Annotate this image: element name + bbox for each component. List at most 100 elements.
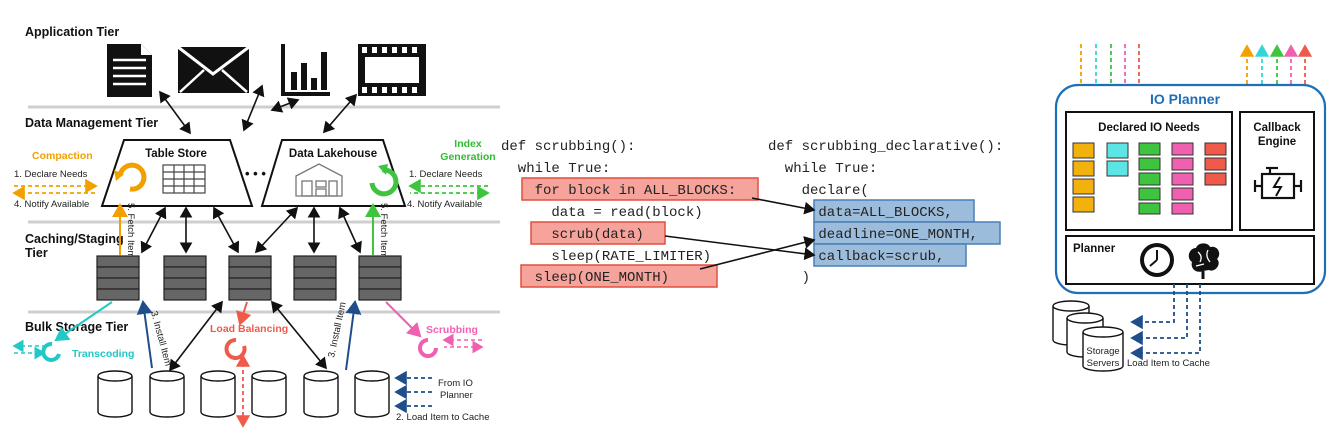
declare-needs-right-label: 1. Declare Needs [409,169,483,180]
declare-needs-left-label: 1. Declare Needs [14,169,88,180]
compaction-icon [114,162,147,192]
load-balancing-label: Load Balancing [210,323,288,335]
transcoding-label: Transcoding [72,348,134,360]
storage-disk-icon [303,370,339,418]
code-right-line: data=ALL_BLOCKS, [768,205,953,221]
cache-server [163,255,207,301]
application-tier-label: Application Tier [25,25,119,39]
app-chart-arrow [270,97,300,113]
app-middle-arrow [241,84,265,132]
app-lakehouse-arrow [322,93,358,134]
code-left-line: while True: [501,161,610,177]
code-left-line: def scrubbing(): [501,139,635,155]
table-store-label: Table Store [145,148,207,160]
code-left-line: data = read(block) [501,205,703,221]
data-lakehouse-box [260,139,407,207]
generation-label: Generation [440,151,495,163]
compaction-label: Compaction [32,150,93,162]
scrubbing-arrow [385,301,422,338]
install-item-right-arrow [345,300,362,371]
red-queue [1204,142,1227,186]
bulk-storage-disks [97,370,390,418]
storage-disk-icon [200,370,236,418]
scrubbing-label: Scrubbing [426,324,478,336]
pink-queue [1171,142,1194,215]
caching-tier-label-2: Tier [25,246,48,260]
declared-needs-queues [1072,142,1227,215]
clock-icon [1140,243,1174,277]
bulk-balance-arrow [169,300,223,372]
warehouse-icon [295,163,343,197]
install-item-right-label: 3. Install Item [326,301,349,359]
green-queue [1138,142,1161,215]
cache-server-stacks [96,255,402,301]
code-right-line: while True: [768,161,877,177]
cache-server [293,255,337,301]
io-planner-diagram: IO Planner Declared IO Needs [1052,44,1327,372]
code-comparison: def scrubbing(): while True: for block i… [501,139,1003,288]
map-arrow-data [751,197,816,215]
declared-io-needs-label: Declared IO Needs [1098,122,1200,134]
load-balancing-icon [224,338,247,360]
load-path-1 [1130,284,1175,330]
engine-label: Engine [1258,136,1296,148]
notify-left-label: 4. Notify Available [14,199,89,210]
install-item-left-label: 3. Install Item [148,310,173,367]
from-io-label: From IO [438,378,473,389]
storage-disk-icon [251,370,287,418]
app-table-arrow [159,90,191,135]
code-left-line: for block in ALL_BLOCKS: [501,183,736,199]
planner-label: Planner [1073,243,1116,255]
load-balancing-arrow [236,301,252,326]
mail-icon [177,45,250,93]
code-right-line: def scrubbing_declarative(): [768,139,1003,155]
load-item-to-cache-right-label: Load Item to Cache [1127,358,1210,369]
storage-servers [1052,300,1124,372]
data-management-tier-label: Data Management Tier [25,116,158,130]
code-right-line: declare( [768,183,869,199]
sleep-month-highlight [520,264,718,288]
storage-label: Storage [1086,346,1119,357]
ellipsis-label: • • • [245,166,266,181]
brain-icon [1188,243,1220,279]
cyan-queue [1106,142,1129,177]
code-right-block: def scrubbing_declarative(): while True:… [768,139,1003,286]
transcoding-arrow [54,301,113,342]
transcoding-icon [41,341,61,362]
planner-source-label: Planner [440,390,473,401]
code-right-line: callback=scrub, [768,249,944,265]
load-item-to-cache-label: 2. Load Item to Cache [396,412,489,423]
code-left-block: def scrubbing(): while True: for block i… [501,139,736,286]
bar-chart-icon [281,44,330,96]
callback-label: Callback [1253,122,1301,134]
engine-icon [1253,166,1303,200]
cache-server [96,255,140,301]
code-right-line: deadline=ONE_MONTH, [768,227,978,243]
left-architecture-diagram: Application Tier Data Management Tier Ca… [12,25,500,428]
load-path-3 [1130,284,1201,361]
code-left-line: sleep(RATE_LIMITER) [501,249,711,265]
notify-right-label: 4. Notify Available [407,199,482,210]
io-planner-title: IO Planner [1150,91,1221,107]
fetch-item-right-label: 5. Fetch Item [378,203,389,259]
callback-engine-box [1239,111,1315,231]
index-generation-icon [369,164,399,197]
table-icon [162,164,206,194]
film-icon [358,44,426,96]
document-icon [107,44,152,97]
index-label: Index [454,138,482,150]
data-lakehouse-label: Data Lakehouse [289,148,377,160]
scrub-highlight [530,221,666,245]
storage-disk-icon [97,370,133,418]
fetch-item-left-label: 5. Fetch Item [125,203,136,259]
map-arrow-callback [664,235,816,261]
load-path-2 [1130,284,1188,346]
install-item-left-arrow [136,300,153,369]
code-left-line: scrub(data) [501,227,644,243]
code-right-line: ) [768,270,810,286]
bulk-return-arrow [270,300,328,370]
storage-disk-icon [1082,326,1124,372]
code-left-line: sleep(ONE_MONTH) [501,270,669,286]
cache-server [228,255,272,301]
scrubbing-icon [418,338,438,358]
